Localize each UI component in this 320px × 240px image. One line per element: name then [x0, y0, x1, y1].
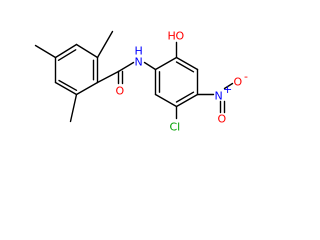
bond-ring1-4	[54, 81, 78, 96]
bond-ring2-4-inner	[175, 91, 195, 103]
carbonyl-oxygen-label: O	[116, 85, 125, 98]
bond-ring1-2	[54, 43, 78, 59]
nitro-minus-label: -	[244, 70, 248, 83]
bond-ring1-4-inner	[58, 79, 78, 92]
bond-ring1-2-inner	[57, 49, 77, 61]
bond-ring1-5	[75, 81, 99, 96]
bond-ring2-2-inner	[175, 61, 195, 73]
nitro-nitrogen-label: N	[215, 90, 223, 103]
bond-ring1-carbonyl	[96, 70, 120, 84]
bond-nitro-o-top	[223, 82, 234, 90]
nitro-oxygen-top-label: O	[234, 76, 243, 89]
hydroxyl-oxygen-label: O	[176, 30, 185, 43]
bond-ring2-5	[154, 93, 178, 108]
nitro-plus-label: +	[223, 83, 232, 96]
amide-hydrogen-label: H	[135, 45, 143, 58]
bond-ring2-2	[175, 56, 199, 71]
bond-ring2-1	[154, 56, 178, 71]
chlorine-label: Cl	[170, 121, 181, 134]
bond-n-ring2	[143, 61, 157, 71]
hydroxyl-hydrogen-label: H	[168, 30, 176, 43]
bond-carbonyl-n	[117, 61, 135, 73]
bond-methyl-top	[96, 30, 114, 59]
molecule-structure: N H O H O N + O - O Cl	[34, 30, 248, 134]
bond-ring1-1	[75, 43, 99, 59]
bond-methyl-bottom	[69, 93, 78, 123]
nitro-oxygen-bottom-label: O	[218, 113, 227, 126]
amide-nitrogen-label: N	[135, 56, 143, 69]
bond-ring2-4	[175, 93, 199, 108]
bond-methyl-left	[34, 44, 57, 59]
